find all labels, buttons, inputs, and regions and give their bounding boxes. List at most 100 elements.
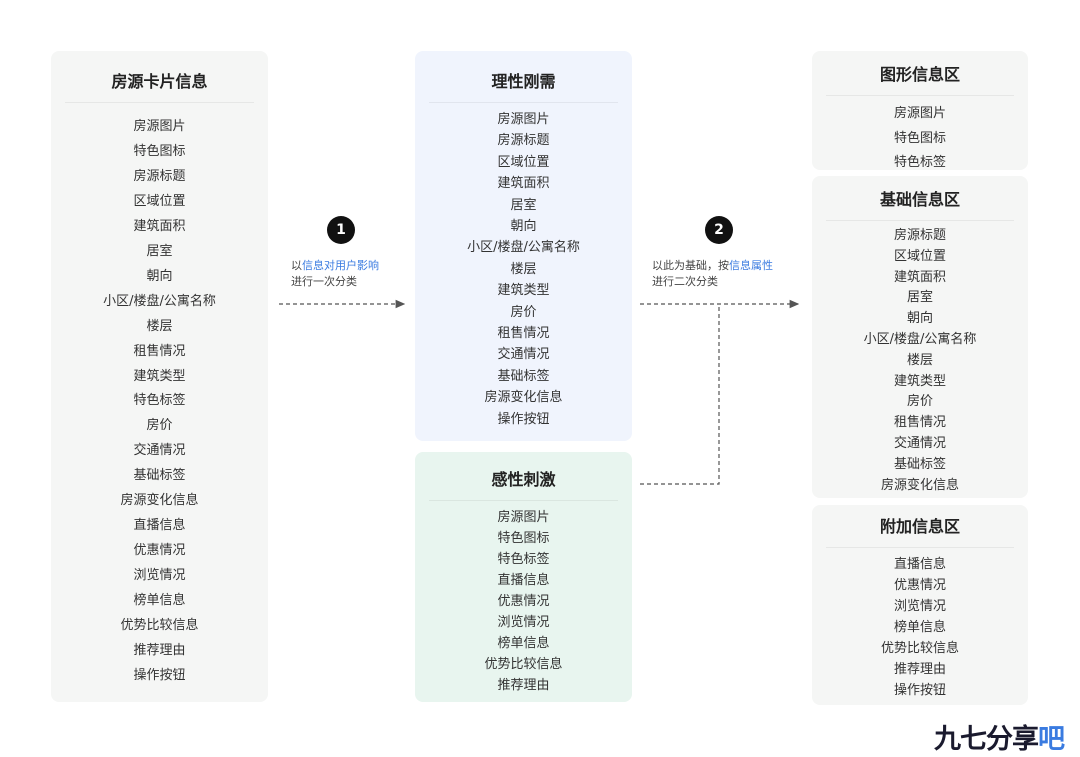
step-2-note-line1: 以此为基础，按信息属性 xyxy=(652,258,773,274)
list-item: 推荐理由 xyxy=(497,678,550,693)
list-item: 基础标签 xyxy=(497,368,550,384)
list-item: 直播信息 xyxy=(893,557,946,572)
graphic-info-list: 房源图片特色图标特色标签 xyxy=(812,102,1028,176)
list-item: 交通情况 xyxy=(133,443,186,459)
list-item: 基础标签 xyxy=(893,456,946,472)
list-item: 租售情况 xyxy=(893,415,946,431)
graphic-info-card: 图形信息区 房源图片特色图标特色标签 xyxy=(812,51,1028,170)
list-item: 优惠情况 xyxy=(133,543,186,559)
basic-info-list: 房源标题区域位置建筑面积居室朝向小区/楼盘/公寓名称楼层建筑类型房价租售情况交通… xyxy=(812,226,1028,496)
list-item: 特色图标 xyxy=(893,130,946,146)
list-item: 榜单信息 xyxy=(133,593,186,609)
list-item: 区域位置 xyxy=(497,154,550,170)
rational-need-list: 房源图片房源标题区域位置建筑面积居室朝向小区/楼盘/公寓名称楼层建筑类型房价租售… xyxy=(415,109,632,430)
list-item: 租售情况 xyxy=(133,343,186,359)
step-1-note-highlight: 信息对用户影响 xyxy=(302,259,379,272)
list-item: 楼层 xyxy=(906,352,933,368)
watermark-logo: 九七分享吧 xyxy=(934,717,1065,756)
list-item: 优势比较信息 xyxy=(484,657,563,672)
list-item: 房源图片 xyxy=(497,510,550,525)
step-1-note-line1: 以信息对用户影响 xyxy=(291,258,379,274)
list-item: 居室 xyxy=(510,197,537,213)
list-item: 建筑面积 xyxy=(133,218,186,234)
list-item: 朝向 xyxy=(146,268,173,284)
list-item: 特色标签 xyxy=(893,155,946,170)
list-item: 房源变化信息 xyxy=(880,477,959,493)
list-item: 房价 xyxy=(146,418,173,434)
list-item: 租售情况 xyxy=(497,326,550,342)
list-item: 房源图片 xyxy=(893,106,946,121)
rational-need-card: 理性刚需 房源图片房源标题区域位置建筑面积居室朝向小区/楼盘/公寓名称楼层建筑类… xyxy=(415,51,632,441)
step-2-note-prefix: 以此为基础，按 xyxy=(652,259,729,272)
list-item: 楼层 xyxy=(146,318,173,334)
list-item: 小区/楼盘/公寓名称 xyxy=(863,331,977,347)
list-item: 小区/楼盘/公寓名称 xyxy=(103,293,216,309)
list-item: 区域位置 xyxy=(893,248,946,264)
list-item: 建筑面积 xyxy=(893,269,946,285)
list-item: 房价 xyxy=(510,304,537,320)
list-item: 居室 xyxy=(146,243,173,259)
list-item: 推荐理由 xyxy=(133,643,186,659)
list-item: 优惠情况 xyxy=(497,594,550,609)
list-item: 操作按钮 xyxy=(893,683,946,698)
connector-emotional-to-step2 xyxy=(640,304,720,485)
list-item: 小区/楼盘/公寓名称 xyxy=(467,240,580,256)
list-item: 房源标题 xyxy=(497,133,550,149)
source-info-list: 房源图片特色图标房源标题区域位置建筑面积居室朝向小区/楼盘/公寓名称楼层租售情况… xyxy=(51,115,268,689)
list-item: 建筑类型 xyxy=(893,373,946,389)
list-item: 操作按钮 xyxy=(497,411,550,427)
step-2-note-line2: 进行二次分类 xyxy=(652,275,718,288)
list-item: 榜单信息 xyxy=(893,620,946,635)
graphic-info-title: 图形信息区 xyxy=(826,61,1014,96)
list-item: 房源标题 xyxy=(893,228,946,243)
list-item: 特色标签 xyxy=(133,393,186,409)
list-item: 交通情况 xyxy=(497,347,550,363)
source-info-title: 房源卡片信息 xyxy=(65,68,254,103)
list-item: 浏览情况 xyxy=(133,568,186,584)
list-item: 基础标签 xyxy=(133,468,186,484)
list-item: 优势比较信息 xyxy=(120,618,199,634)
source-info-card: 房源卡片信息 房源图片特色图标房源标题区域位置建筑面积居室朝向小区/楼盘/公寓名… xyxy=(51,51,268,702)
list-item: 操作按钮 xyxy=(133,667,186,683)
list-item: 楼层 xyxy=(510,261,537,277)
list-item: 房源变化信息 xyxy=(120,493,199,509)
rational-need-title: 理性刚需 xyxy=(429,68,618,103)
list-item: 建筑类型 xyxy=(133,368,186,384)
list-item: 朝向 xyxy=(510,219,537,235)
emotional-stimulus-list: 房源图片特色图标特色标签直播信息优惠情况浏览情况榜单信息优势比较信息推荐理由 xyxy=(415,507,632,696)
list-item: 房源图片 xyxy=(497,112,550,127)
watermark-accent-text: 吧 xyxy=(1038,724,1065,755)
list-item: 居室 xyxy=(906,290,933,306)
extra-info-title: 附加信息区 xyxy=(826,513,1014,548)
list-item: 优势比较信息 xyxy=(880,641,959,656)
list-item: 房源变化信息 xyxy=(484,390,563,406)
emotional-stimulus-card: 感性刺激 房源图片特色图标特色标签直播信息优惠情况浏览情况榜单信息优势比较信息推… xyxy=(415,452,632,702)
step-1-badge: 1 xyxy=(327,216,355,244)
list-item: 交通情况 xyxy=(893,435,946,451)
emotional-stimulus-title: 感性刺激 xyxy=(429,466,618,501)
extra-info-card: 附加信息区 直播信息优惠情况浏览情况榜单信息优势比较信息推荐理由操作按钮 xyxy=(812,505,1028,705)
basic-info-title: 基础信息区 xyxy=(826,186,1014,221)
basic-info-card: 基础信息区 房源标题区域位置建筑面积居室朝向小区/楼盘/公寓名称楼层建筑类型房价… xyxy=(812,176,1028,498)
step-1-note-line2: 进行一次分类 xyxy=(291,275,357,288)
list-item: 浏览情况 xyxy=(893,599,946,614)
step-2-note-highlight: 信息属性 xyxy=(729,259,773,272)
list-item: 朝向 xyxy=(906,311,933,327)
list-item: 直播信息 xyxy=(497,573,550,588)
step-1-note-prefix: 以 xyxy=(291,259,302,272)
extra-info-list: 直播信息优惠情况浏览情况榜单信息优势比较信息推荐理由操作按钮 xyxy=(812,554,1028,701)
list-item: 优惠情况 xyxy=(893,578,946,593)
list-item: 建筑面积 xyxy=(497,176,550,192)
step-1-note: 以信息对用户影响 进行一次分类 xyxy=(291,258,379,290)
list-item: 房源图片 xyxy=(133,119,186,134)
list-item: 特色标签 xyxy=(497,552,550,567)
list-item: 房价 xyxy=(906,394,933,410)
list-item: 特色图标 xyxy=(497,531,550,546)
list-item: 建筑类型 xyxy=(497,283,550,299)
list-item: 直播信息 xyxy=(133,518,186,534)
list-item: 区域位置 xyxy=(133,193,186,209)
step-2-badge: 2 xyxy=(705,216,733,244)
list-item: 浏览情况 xyxy=(497,615,550,630)
list-item: 特色图标 xyxy=(133,143,186,159)
